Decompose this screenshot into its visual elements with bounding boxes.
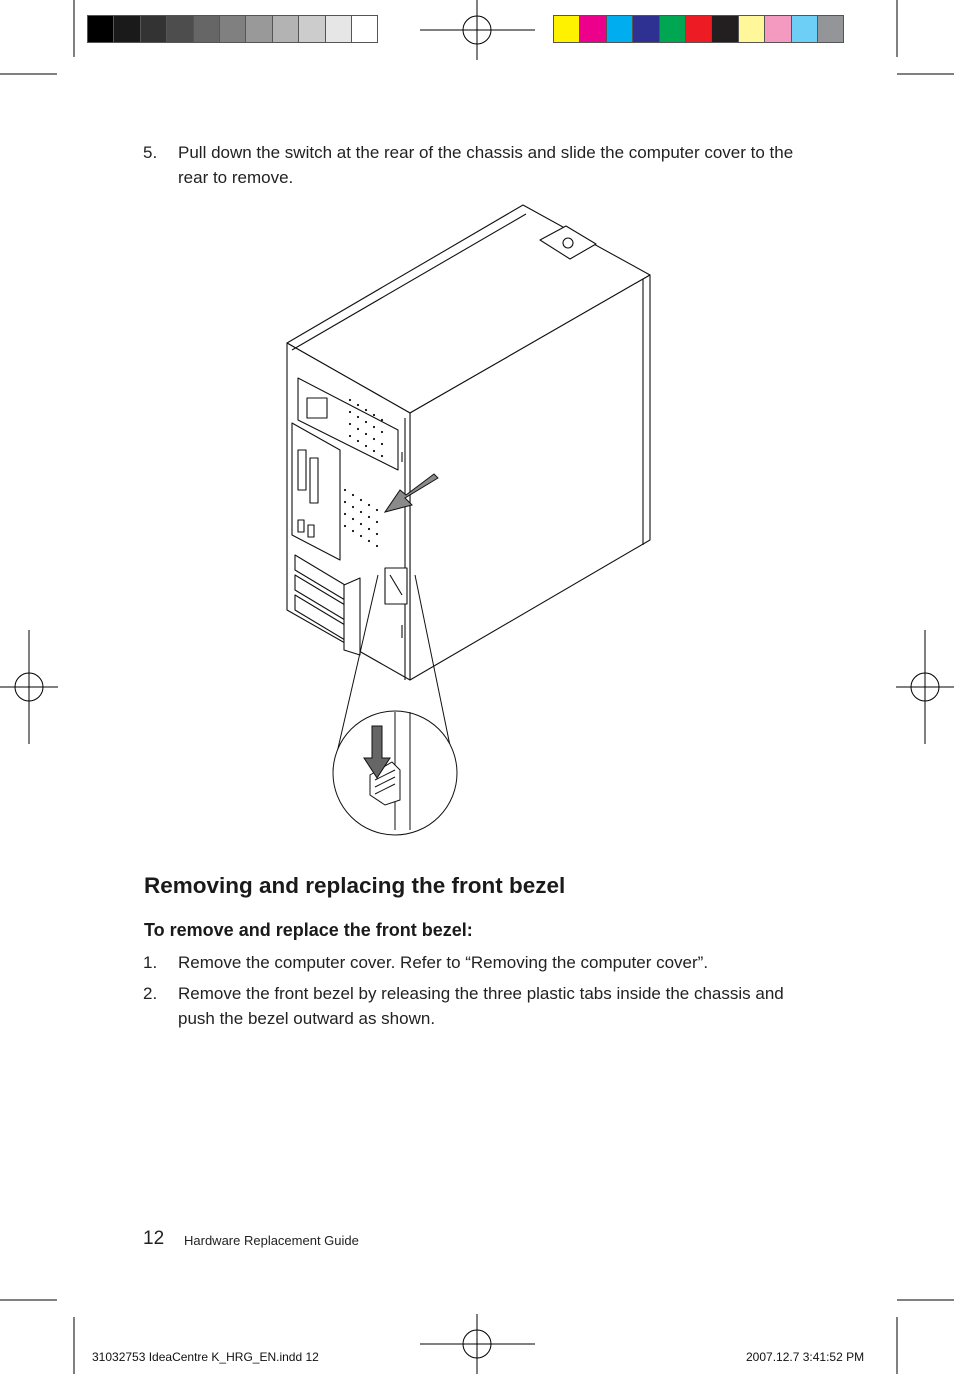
color-swatch-4 bbox=[632, 15, 660, 43]
step-text: Pull down the switch at the rear of the … bbox=[178, 143, 794, 187]
color-swatch-1 bbox=[553, 15, 581, 43]
gray-swatch-4 bbox=[166, 15, 194, 43]
slug-datetime: 2007.12.7 3:41:52 PM bbox=[746, 1350, 865, 1364]
step-1: 1. Remove the computer cover. Refer to “… bbox=[143, 951, 803, 976]
gray-swatch-3 bbox=[139, 15, 168, 43]
section-heading: Removing and replacing the front bezel bbox=[144, 873, 566, 898]
step-text: Remove the computer cover. Refer to “Rem… bbox=[178, 953, 709, 972]
color-swatch-8 bbox=[737, 15, 766, 43]
pull-down-arrow bbox=[363, 725, 391, 779]
color-swatch-9 bbox=[764, 15, 792, 43]
gray-swatch-1 bbox=[87, 15, 115, 43]
step-2: 2. Remove the front bezel by releasing t… bbox=[143, 982, 793, 1031]
step-text: Remove the front bezel by releasing the … bbox=[178, 984, 784, 1028]
step-number: 5. bbox=[143, 143, 158, 162]
color-swatch-5 bbox=[658, 15, 686, 43]
chassis-cover-removal-illustration bbox=[286, 204, 651, 836]
step-5: 5. Pull down the switch at the rear of t… bbox=[143, 141, 803, 190]
grayscale-color-bar bbox=[87, 15, 379, 43]
color-swatch-2 bbox=[579, 15, 607, 43]
gray-swatch-2 bbox=[113, 15, 141, 43]
color-swatch-3 bbox=[605, 15, 634, 43]
step-number: 1. bbox=[143, 953, 158, 972]
color-swatch-6 bbox=[684, 15, 713, 43]
color-swatch-10 bbox=[790, 15, 818, 43]
gray-swatch-8 bbox=[271, 15, 300, 43]
page-number: 12 bbox=[143, 1228, 165, 1249]
gray-swatch-9 bbox=[298, 15, 326, 43]
color-swatch-11 bbox=[816, 15, 845, 43]
slug-filename: 31032753 IdeaCentre K_HRG_EN.indd 12 bbox=[92, 1350, 319, 1364]
color-swatch-7 bbox=[711, 15, 739, 43]
gray-swatch-11 bbox=[350, 15, 379, 43]
guide-title: Hardware Replacement Guide bbox=[184, 1233, 359, 1248]
slide-direction-arrow bbox=[383, 473, 439, 513]
section-subheading: To remove and replace the front bezel: bbox=[144, 920, 473, 940]
process-color-bar bbox=[553, 15, 845, 43]
gray-swatch-5 bbox=[192, 15, 220, 43]
gray-swatch-10 bbox=[324, 15, 352, 43]
gray-swatch-6 bbox=[218, 15, 247, 43]
gray-swatch-7 bbox=[245, 15, 273, 43]
step-number: 2. bbox=[143, 984, 158, 1003]
